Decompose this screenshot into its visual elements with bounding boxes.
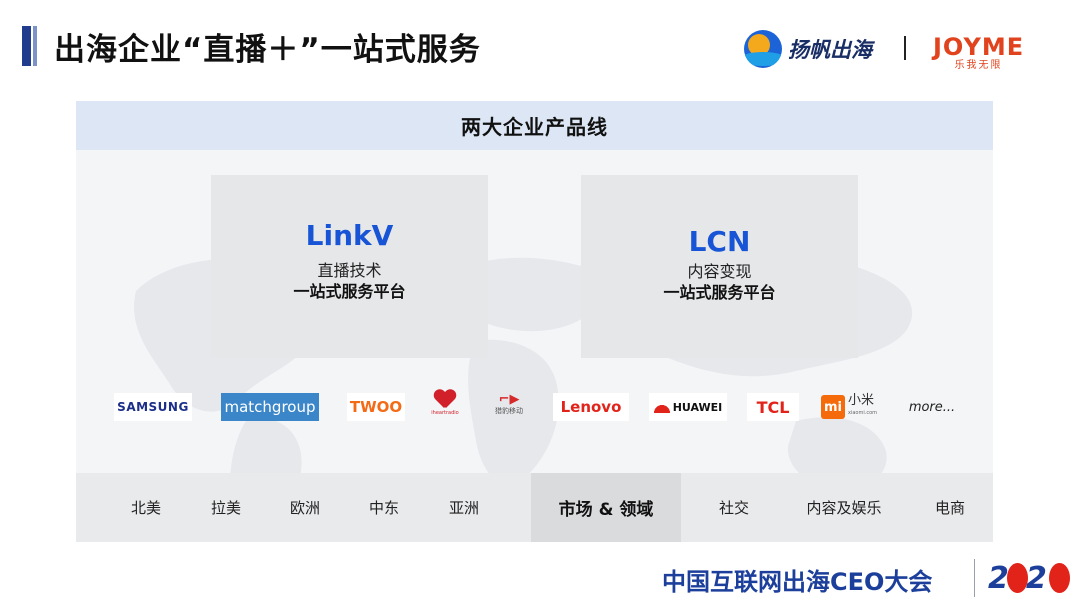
year-circle-icon [1006, 563, 1028, 593]
product-desc: 直播技术 [317, 261, 382, 280]
xiaomi-logo: mi 小米 xiaomi.com [818, 393, 880, 421]
twoo-logo: TWOO [347, 393, 405, 421]
product-panel: 两大企业产品线 LinkV 直播技术 一站式服务平台 LCN 内容变现 一站式服… [76, 101, 993, 542]
region-middle-east: 中东 [368, 499, 399, 517]
product-desc: 内容变现 [687, 262, 752, 281]
iheartradio-logo: iheartradio [427, 387, 463, 419]
huawei-logo: HUAWEI [649, 393, 727, 421]
event-title: 中国互联网出海CEO大会 [662, 568, 933, 596]
year-circle-icon [1048, 563, 1070, 593]
market-field-strip: 北美 拉美 欧洲 中东 亚洲 市场 & 领域 社交 内容及娱乐 电商 [76, 473, 993, 542]
market-field-label: 市场 & 领域 [558, 500, 654, 520]
logo-divider [904, 36, 906, 60]
product-tagline: 一站式服务平台 [293, 282, 406, 301]
product-name: LinkV [305, 219, 394, 252]
joyme-logo-text: JOYME [933, 33, 1025, 61]
event-year-logo: 2 2 [988, 559, 1070, 597]
region-europe: 欧洲 [289, 499, 320, 517]
yangfan-logo-text: 扬帆出海 [788, 38, 872, 62]
client-logos-row: SAMSUNG matchgroup TWOO iheartradio ⌐▶ 猎… [76, 392, 993, 425]
title-accent-bar [22, 26, 37, 66]
heart-icon [434, 390, 456, 410]
mi-icon: mi [821, 395, 845, 419]
joyme-logo-subtext: 乐我无限 [954, 60, 1003, 71]
more-brands-label: more... [908, 399, 956, 415]
panel-title: 两大企业产品线 [461, 115, 608, 139]
region-latin-america: 拉美 [210, 499, 241, 517]
product-name: LCN [688, 225, 751, 258]
huawei-flower-icon [653, 401, 670, 413]
cheetah-mobile-logo: ⌐▶ 猎豹移动 [495, 391, 523, 415]
lenovo-logo: Lenovo [553, 393, 629, 421]
field-content-entertainment: 内容及娱乐 [806, 499, 882, 517]
field-social: 社交 [718, 499, 749, 517]
product-card-linkv: LinkV 直播技术 一站式服务平台 [211, 175, 488, 358]
footer-divider [974, 559, 975, 597]
page-title: 出海企业“直播＋”一站式服务 [54, 32, 481, 68]
region-north-america: 北美 [130, 499, 161, 517]
strip-center-highlight [531, 473, 681, 542]
joyme-logo: JOYME 乐我无限 [933, 34, 1024, 72]
cheetah-icon: ⌐▶ [498, 391, 520, 407]
field-ecommerce: 电商 [934, 499, 965, 517]
region-asia: 亚洲 [448, 499, 479, 517]
yangfan-logo: 扬帆出海 [744, 30, 872, 68]
yangfan-logo-icon [744, 30, 782, 68]
panel-header: 两大企业产品线 [76, 101, 993, 150]
product-tagline: 一站式服务平台 [663, 283, 776, 302]
tcl-logo: TCL [747, 393, 799, 421]
matchgroup-logo: matchgroup [221, 393, 319, 421]
product-card-lcn: LCN 内容变现 一站式服务平台 [581, 175, 858, 358]
samsung-logo: SAMSUNG [114, 393, 192, 421]
